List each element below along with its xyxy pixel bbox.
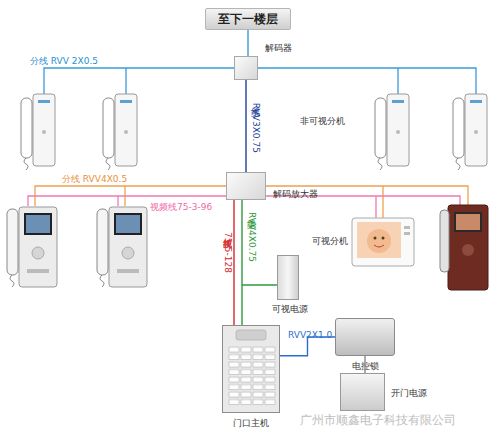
watermark: 广州市顺鑫电子科技有限公司 <box>300 413 456 427</box>
node-label: 至下一楼层 <box>206 9 290 29</box>
handset-phone <box>375 94 409 170</box>
node-label: 解码放大器 <box>273 189 318 200</box>
electric-lock: 电控锁 <box>335 318 395 356</box>
floor-band: 至下一楼层 <box>205 8 291 30</box>
video-monitor <box>97 207 147 287</box>
power-supply: 可视电源 <box>277 255 299 300</box>
handset-phone <box>21 94 55 170</box>
node-label: 解码器 <box>265 43 292 54</box>
handset-phone <box>453 94 487 170</box>
edge-label: 主线RVV4X0.75 <box>246 212 257 262</box>
connector <box>241 200 242 325</box>
connector <box>233 200 234 325</box>
door-video-phone <box>440 205 488 290</box>
edge-label: RVV2X1.0 <box>288 330 332 341</box>
connector <box>245 80 246 172</box>
wire-label: 视频线75-3-96 <box>150 202 212 213</box>
edge-label: 视频线75-5-128 <box>222 232 233 273</box>
handsfree-monitor <box>352 218 414 266</box>
wire-label: 可视分机 <box>312 236 348 247</box>
wire-label: 分线 RVV 2X0.5 <box>30 56 98 67</box>
edge-label: 主线 RVV3X0.75 <box>250 100 261 153</box>
handset-phone <box>103 94 137 170</box>
node-label: 电控锁 <box>352 361 379 372</box>
door-station: 门口主机 <box>222 325 280 413</box>
node-label: 可视电源 <box>272 304 308 315</box>
amplifier-box: 解码放大器 <box>226 172 266 200</box>
decoder-box: 解码器 <box>234 56 258 80</box>
power-wire <box>242 284 277 285</box>
video-monitor <box>7 207 57 287</box>
door-panel-illustration <box>222 325 280 413</box>
node-label: 门口主机 <box>233 418 269 429</box>
node-label: 开门电源 <box>391 388 427 399</box>
lock-power-supply: 开门电源 <box>340 373 385 411</box>
wire-label: 非可视分机 <box>300 116 345 127</box>
branch-wire-rvv2x05 <box>44 68 476 94</box>
connector <box>247 30 248 56</box>
wire-label: 分线 RVV4X0.5 <box>62 174 127 185</box>
connector <box>364 356 365 373</box>
